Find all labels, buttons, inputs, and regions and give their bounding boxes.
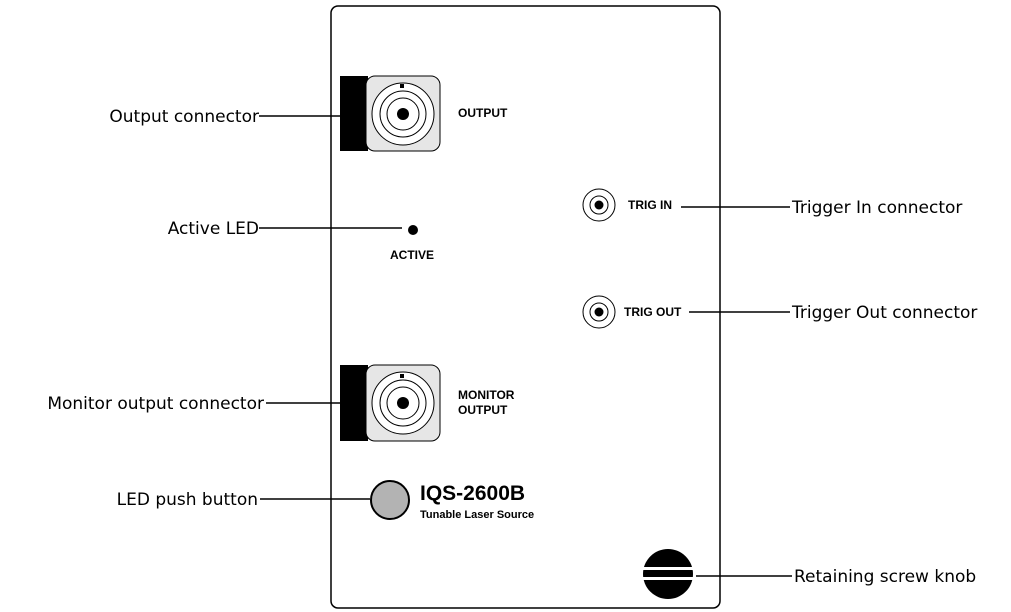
model-name: IQS-2600B (420, 482, 525, 505)
callout-output-connector: Output connector (109, 107, 259, 127)
callout-retaining-screw-knob: Retaining screw knob (794, 567, 976, 587)
active-led-indicator (408, 225, 418, 235)
output-connector-bracket (340, 76, 368, 151)
monitor-connector-bracket (340, 365, 368, 441)
led-push-button (370, 480, 410, 520)
leader-lines (259, 115, 792, 577)
retaining-screw-knob (640, 549, 696, 599)
callout-active-led: Active LED (168, 219, 259, 239)
callout-monitor-output-connector: Monitor output connector (47, 394, 264, 414)
active-label: ACTIVE (390, 248, 434, 262)
monitor-output-connector (340, 364, 441, 442)
callout-trigger-in-connector: Trigger In connector (791, 198, 962, 218)
faceplate (330, 5, 721, 609)
callout-led-push-button: LED push button (117, 490, 258, 510)
trig-in-label: TRIG IN (628, 198, 672, 212)
model-subtitle: Tunable Laser Source (420, 509, 534, 521)
trig-out-label: TRIG OUT (624, 305, 682, 319)
output-label: OUTPUT (458, 106, 508, 120)
monitor-label-line1: MONITOR (458, 388, 515, 402)
trig-out-connector (582, 295, 616, 329)
callout-trigger-out-connector: Trigger Out connector (791, 303, 977, 323)
output-connector (340, 75, 441, 152)
trig-in-connector (582, 188, 616, 222)
monitor-label-line2: OUTPUT (458, 403, 508, 417)
